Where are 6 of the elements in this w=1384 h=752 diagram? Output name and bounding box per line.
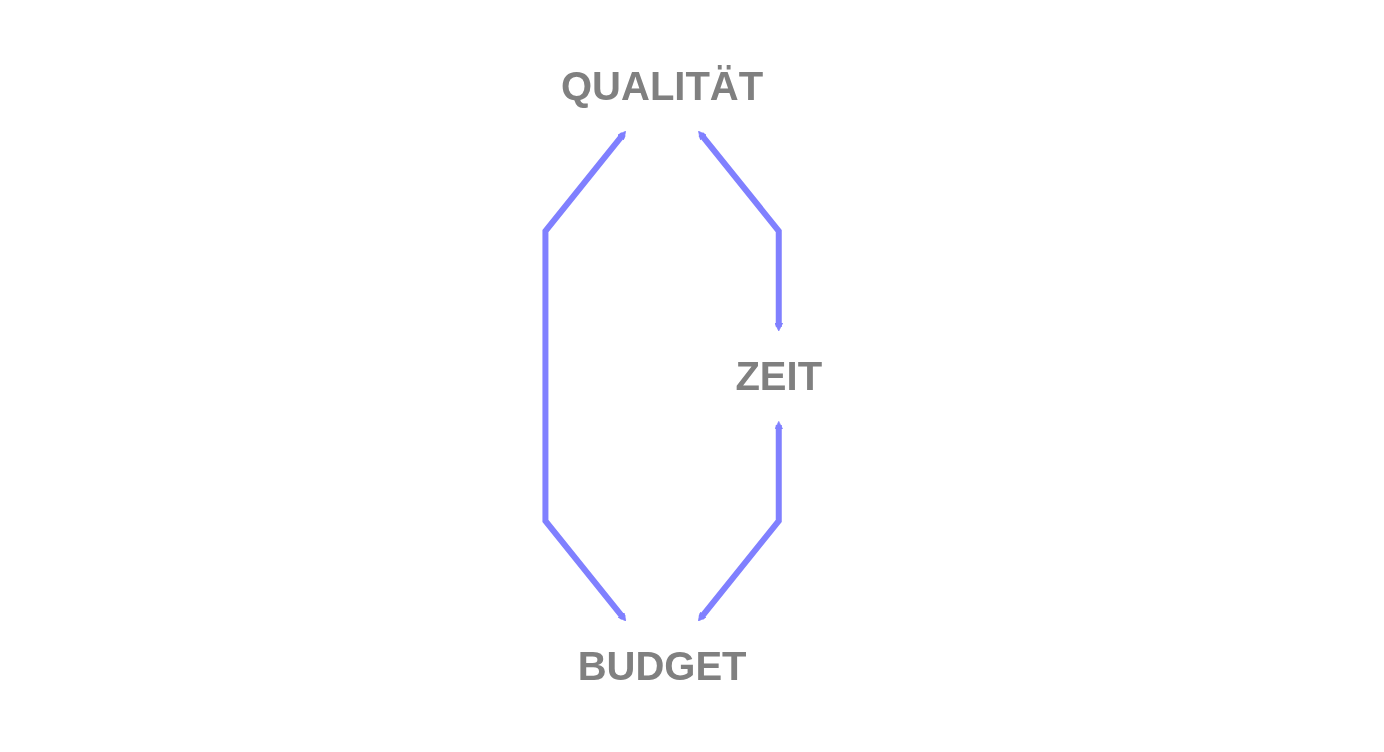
arrow [698,130,784,332]
arrow [698,421,784,622]
arrow [542,130,627,622]
node-text: QUALITÄT [561,64,764,108]
node-text: BUDGET [578,643,747,688]
node-text: ZEIT [735,353,823,398]
